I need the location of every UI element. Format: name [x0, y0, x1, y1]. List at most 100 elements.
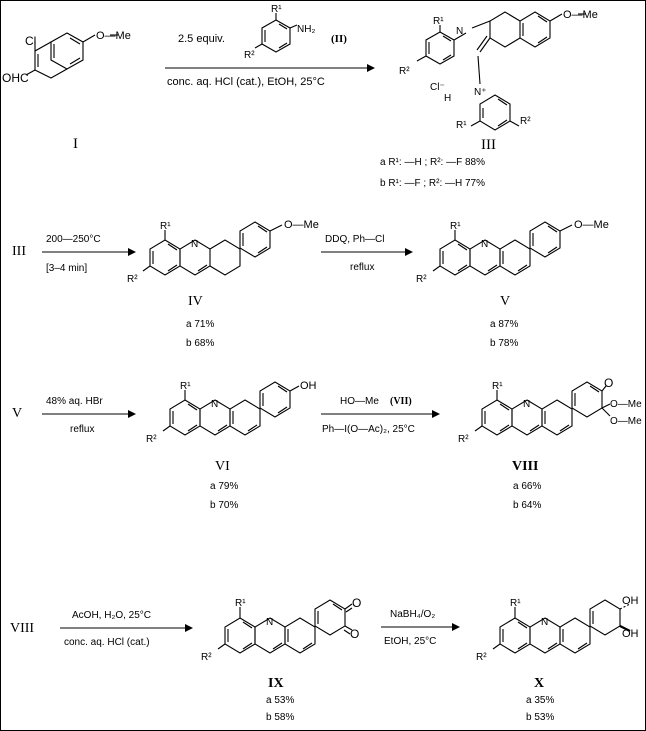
VI-yield-b: b 70%	[210, 500, 238, 511]
IV-ring-n: N	[191, 239, 198, 250]
row4-cond2-top: NaBH₄/O₂	[390, 609, 435, 620]
row4-cond1-top: AcOH, H₂O, 25°C	[72, 610, 151, 621]
VIII-ring-n: N	[523, 399, 530, 410]
IV-methoxy: O—Me	[284, 219, 319, 231]
row2-cond2-top: DDQ, Ph—Cl	[325, 234, 384, 245]
row3-cond1-bottom: reflux	[70, 424, 94, 435]
X-yield-b: b 53%	[526, 712, 554, 723]
compound-I	[25, 32, 118, 79]
X-hydroxyl-2: OH	[622, 628, 639, 640]
compound-VIII-label: VIII	[512, 459, 538, 474]
row4-cond2-bottom: EtOH, 25°C	[384, 636, 436, 647]
compound-X	[492, 599, 631, 654]
III-chloride: Cl⁻	[430, 82, 445, 93]
arrowhead-5	[432, 410, 440, 418]
compound-X-label: X	[534, 676, 544, 691]
chloro-atom: Cl	[25, 34, 36, 48]
VI-hydroxyl: OH	[300, 380, 317, 392]
V-yield-a: a 87%	[490, 319, 518, 330]
IX-ketone-o1: O	[352, 596, 361, 610]
III-hydrogen: H	[444, 93, 451, 104]
compound-III-label: III	[481, 137, 496, 153]
III-r1-top: R¹	[433, 16, 444, 27]
IV-yield-b: b 68%	[186, 338, 214, 349]
arrowhead-3	[405, 248, 413, 256]
V-yield-b: b 78%	[490, 338, 518, 349]
IX-ring-n: N	[266, 617, 273, 628]
row2-cond1-bottom: [3–4 min]	[46, 263, 87, 274]
X-ring-n: N	[541, 617, 548, 628]
IX-r2: R²	[201, 652, 212, 663]
VIII-r1: R¹	[492, 381, 503, 392]
reagent-nh2-label: NH₂	[297, 24, 315, 35]
III-r1-bottom: R¹	[456, 120, 467, 131]
VI-ring-n: N	[211, 399, 218, 410]
arrowhead-1	[367, 64, 375, 72]
III-methoxy: O—Me	[563, 9, 598, 21]
III-yield-b: b R¹: —F ; R²: —H 77%	[380, 178, 485, 189]
IV-r2: R²	[127, 274, 138, 285]
compound-IV-label: IV	[188, 294, 203, 309]
V-ring-n: N	[481, 239, 488, 250]
arrowhead-6	[185, 624, 193, 632]
compound-III	[416, 11, 586, 131]
formyl-group: OHC	[2, 71, 29, 85]
III-r2-right: R²	[520, 116, 531, 127]
compound-I-label: I	[73, 136, 78, 152]
compound-VI-label: VI	[215, 459, 230, 474]
row3-start-label: V	[12, 406, 22, 421]
X-yield-a: a 35%	[526, 695, 554, 706]
VIII-methoxy-2: O—Me	[610, 416, 642, 427]
compound-IV	[142, 221, 283, 276]
X-r2: R²	[476, 652, 487, 663]
compound-VI	[162, 381, 300, 436]
reagent-VII-label: (VII)	[390, 396, 412, 407]
row2-start-label: III	[12, 244, 26, 259]
IX-r1: R¹	[235, 598, 246, 609]
X-hydroxyl-1: OH	[622, 595, 639, 607]
reagent-r1-label: R¹	[271, 4, 282, 15]
row4-start-label: VIII	[10, 621, 34, 636]
step1-conditions: conc. aq. HCl (cat.), EtOH, 25°C	[167, 76, 325, 88]
methoxy-group: O—Me	[96, 30, 131, 42]
VI-r1: R¹	[180, 381, 191, 392]
reagent-r2-label: R²	[244, 50, 255, 61]
compound-IX	[217, 599, 353, 654]
III-iminium-n: N⁺	[474, 87, 487, 98]
IV-r1: R¹	[160, 221, 171, 232]
VIII-methoxy-1: O—Me	[610, 399, 642, 410]
compound-VIII	[474, 381, 611, 436]
VIII-yield-a: a 66%	[513, 481, 541, 492]
V-methoxy: O—Me	[574, 219, 609, 231]
row2-cond1-top: 200—250°C	[46, 234, 101, 245]
compound-IX-label: IX	[268, 676, 284, 691]
VIII-ketone-o: O	[604, 376, 613, 390]
row3-cond2-top: HO—Me	[340, 396, 379, 407]
IX-yield-a: a 53%	[266, 695, 294, 706]
arrowhead-7	[452, 623, 460, 631]
V-r1: R¹	[450, 221, 461, 232]
arrowhead-4	[128, 410, 136, 418]
X-r1: R¹	[510, 598, 521, 609]
VI-yield-a: a 79%	[210, 481, 238, 492]
reagent-equiv: 2.5 equiv.	[178, 33, 225, 45]
IX-yield-b: b 58%	[266, 712, 294, 723]
V-r2: R²	[416, 274, 427, 285]
row3-cond2-bottom: Ph—I(O—Ac)₂, 25°C	[322, 424, 415, 435]
row4-cond1-bottom: conc. aq. HCl (cat.)	[64, 637, 150, 648]
IX-ketone-o2: O	[350, 627, 359, 641]
compound-V	[432, 221, 573, 276]
row2-cond2-bottom: reflux	[350, 262, 374, 273]
reagent-II-label: (II)	[331, 33, 347, 45]
reagent-II-structure	[254, 13, 298, 53]
row3-cond1-top: 48% aq. HBr	[46, 396, 103, 407]
III-r2-left: R²	[399, 66, 410, 77]
III-amine-n: N	[456, 26, 463, 37]
arrowhead-2	[128, 248, 136, 256]
VIII-r2: R²	[458, 434, 469, 445]
VIII-yield-b: b 64%	[513, 500, 541, 511]
IV-yield-a: a 71%	[186, 319, 214, 330]
compound-V-label: V	[500, 294, 510, 309]
